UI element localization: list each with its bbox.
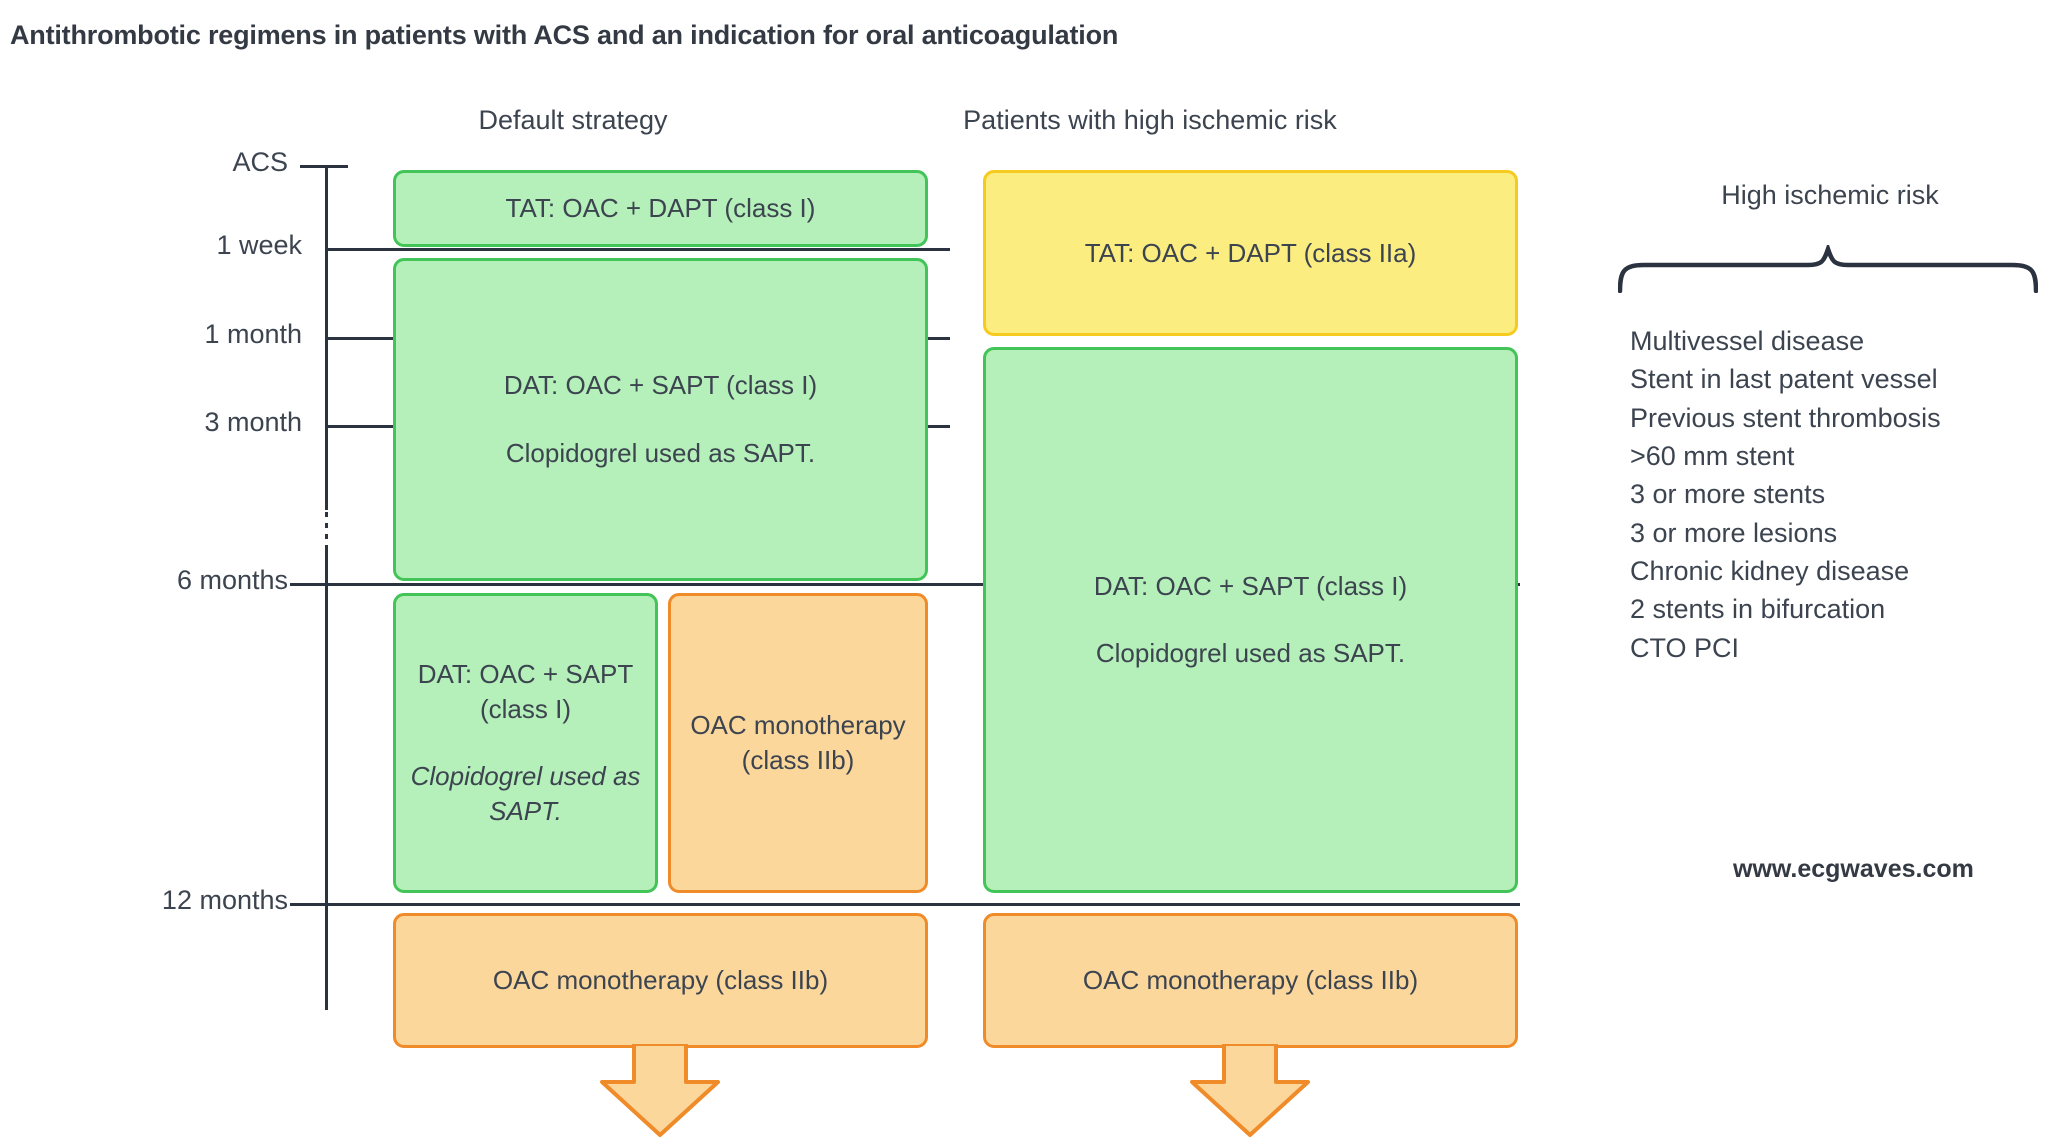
arrow-down-highrisk: [1186, 1042, 1314, 1143]
box-highrisk-oac-monotherapy-bottom-label: OAC monotherapy (class IIb): [1082, 965, 1419, 996]
arrow-down-default: [596, 1042, 724, 1143]
risk-panel-title: High ischemic risk: [1721, 180, 1939, 210]
box-default-dat-late-label-2: Clopidogrel used as SAPT.: [410, 761, 641, 827]
risk-item: Stent in last patent vessel: [1630, 364, 1938, 395]
box-default-oac-monotherapy-mid[interactable]: OAC monotherapy (class IIb): [668, 593, 928, 893]
tick-label-12-months: 12 months: [161, 885, 288, 915]
tick-label-3-month: 3 month: [204, 407, 302, 437]
tick-label-1-month: 1 month: [204, 319, 302, 349]
tick-acs: [300, 165, 348, 168]
tick-label-6-months: 6 months: [176, 565, 288, 595]
box-highrisk-oac-monotherapy-bottom[interactable]: OAC monotherapy (class IIb): [983, 913, 1518, 1048]
box-highrisk-tat-label: TAT: OAC + DAPT (class IIa): [1084, 237, 1417, 268]
timeline-axis-lower: [325, 545, 328, 1010]
risk-item: 2 stents in bifurcation: [1630, 594, 1886, 625]
risk-item: CTO PCI: [1630, 632, 1740, 663]
box-highrisk-tat[interactable]: TAT: OAC + DAPT (class IIa): [983, 170, 1518, 336]
box-default-oac-monotherapy-bottom[interactable]: OAC monotherapy (class IIb): [393, 913, 928, 1048]
risk-factor-list: Multivessel disease Stent in last patent…: [1630, 322, 1941, 667]
risk-item: Chronic kidney disease: [1630, 555, 1910, 586]
box-highrisk-dat[interactable]: DAT: OAC + SAPT (class I) Clopidogrel us…: [983, 347, 1518, 893]
box-highrisk-dat-label-2: Clopidogrel used as SAPT.: [1095, 638, 1406, 669]
tick-12-months: [290, 903, 1520, 906]
curly-brace-icon: [1617, 241, 2039, 298]
box-default-dat-late[interactable]: DAT: OAC + SAPT (class I) Clopidogrel us…: [393, 593, 658, 893]
column-header-high-ischemic-risk: Patients with high ischemic risk: [963, 105, 1337, 135]
tick-label-acs: ACS: [232, 147, 288, 177]
box-default-oac-monotherapy-bottom-label: OAC monotherapy (class IIb): [492, 965, 829, 996]
box-default-dat[interactable]: DAT: OAC + SAPT (class I) Clopidogrel us…: [393, 258, 928, 581]
box-default-dat-late-label-1: DAT: OAC + SAPT (class I): [417, 659, 634, 724]
timeline-axis-dashed-gap: [325, 512, 328, 544]
risk-item: >60 mm stent: [1630, 440, 1795, 471]
column-header-default-strategy: Default strategy: [478, 105, 668, 135]
watermark-url: www.ecgwaves.com: [1733, 855, 1974, 883]
box-highrisk-dat-label-1: DAT: OAC + SAPT (class I): [1093, 570, 1408, 601]
box-default-tat-label: TAT: OAC + DAPT (class I): [505, 193, 816, 224]
risk-item: Previous stent thrombosis: [1630, 402, 1941, 433]
tick-1-week: [325, 248, 950, 251]
page-title: Antithrombotic regimens in patients with…: [10, 20, 1119, 50]
risk-item: Multivessel disease: [1630, 326, 1865, 356]
risk-item: 3 or more stents: [1630, 479, 1826, 510]
box-default-dat-label-2: Clopidogrel used as SAPT.: [505, 437, 816, 468]
tick-6-months: [290, 583, 1520, 586]
box-default-dat-label-1: DAT: OAC + SAPT (class I): [503, 370, 818, 401]
tick-label-1-week: 1 week: [216, 230, 302, 260]
risk-item: 3 or more lesions: [1630, 517, 1838, 548]
box-default-oac-monotherapy-mid-label: OAC monotherapy (class IIb): [690, 710, 906, 775]
box-default-tat[interactable]: TAT: OAC + DAPT (class I): [393, 170, 928, 247]
